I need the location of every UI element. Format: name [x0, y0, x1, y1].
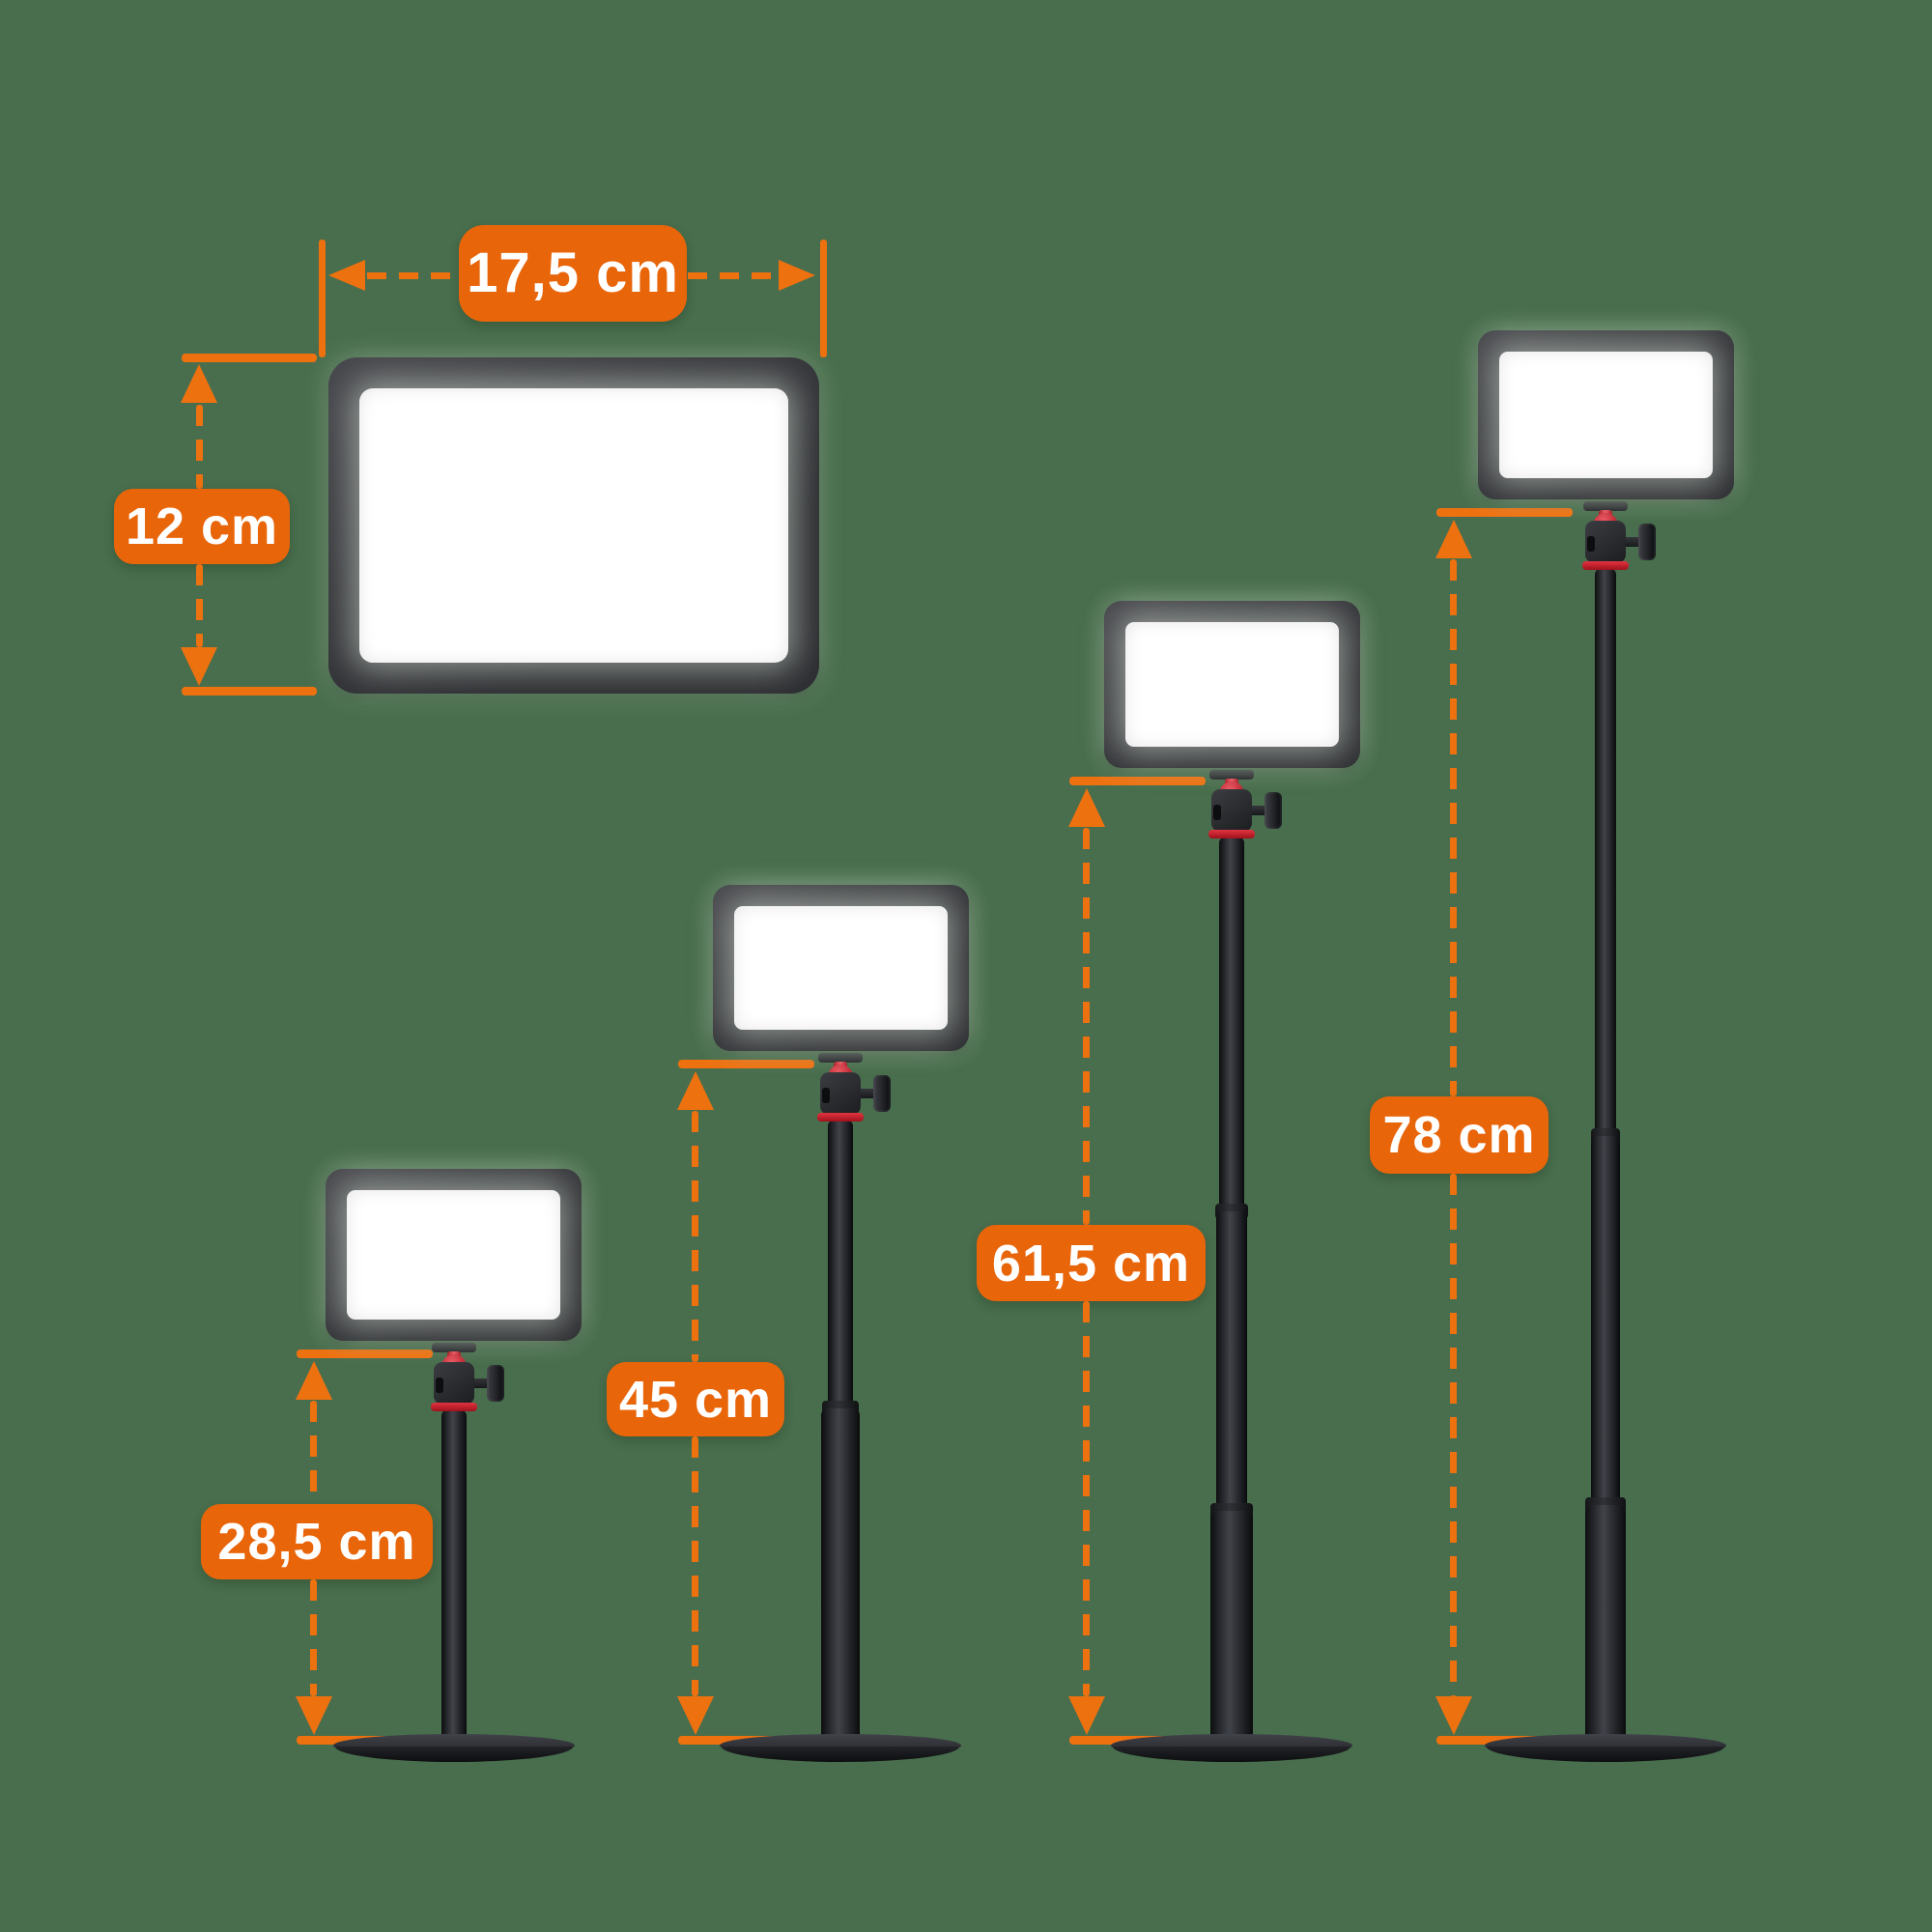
stand-3-pole-upper [1219, 837, 1244, 1211]
stand-3-led-screen [1125, 622, 1339, 747]
stand-3-knob-arm [1252, 806, 1265, 815]
stand-2-ball-head-red-ring [817, 1113, 864, 1122]
stand-3-tick-top [1069, 777, 1206, 785]
stand-2-led-panel [713, 885, 969, 1051]
stand-3-arrow-up-icon [1068, 788, 1105, 827]
width-extension-line-right [820, 240, 827, 357]
stand-3-pole-lower [1210, 1511, 1253, 1739]
width-dimension-line-right [688, 272, 779, 279]
stand-2-base-rim [722, 1747, 959, 1762]
stand-4-pole-lower [1585, 1505, 1626, 1739]
stand-4-led-panel [1478, 330, 1734, 499]
stand-1-height-label: 28,5 cm [201, 1504, 433, 1579]
height-arrow-down-icon [181, 647, 217, 686]
stand-2-dimension-line-lower [692, 1436, 698, 1696]
led-panel-front [328, 357, 819, 694]
stand-2-pole-lower [821, 1408, 860, 1739]
stand-4-knob [1638, 524, 1656, 560]
stand-4-ball-head-red-ring [1582, 561, 1629, 570]
stand-3-ball-head-red-ring [1208, 830, 1255, 838]
stand-2-ball-head-slot [822, 1088, 830, 1103]
width-extension-line-left [319, 240, 326, 357]
stand-1-pole [441, 1409, 467, 1739]
stand-1-led-panel [326, 1169, 582, 1341]
stand-4-arrow-down-icon [1435, 1696, 1472, 1735]
stand-4-arrow-up-icon [1435, 520, 1472, 558]
stand-4-pole-upper [1595, 568, 1616, 1136]
stand-3-dimension-line-lower [1083, 1301, 1090, 1696]
stand-2-arrow-down-icon [677, 1696, 714, 1735]
height-tick-top [182, 354, 317, 362]
stand-2-knob-arm [861, 1089, 874, 1098]
stand-1-dimension-line-upper [310, 1401, 317, 1504]
stand-3-knob [1264, 792, 1282, 829]
stand-3-arrow-down-icon [1068, 1696, 1105, 1735]
stand-4-base-rim [1487, 1747, 1724, 1762]
stand-2-led-screen [734, 906, 948, 1030]
stand-4-pole-middle [1591, 1136, 1620, 1505]
stand-1-ball-head-red-ring [431, 1403, 477, 1411]
stand-3-mount-plate [1209, 770, 1254, 780]
stand-2-dimension-line-upper [692, 1111, 698, 1362]
stand-2-tick-top [678, 1060, 814, 1068]
height-arrow-up-icon [181, 364, 217, 403]
height-dimension-line-lower [196, 564, 203, 647]
stand-3-base-rim [1113, 1747, 1350, 1762]
stand-1-led-screen [347, 1190, 560, 1320]
stand-4-knob-arm [1626, 537, 1639, 547]
panel-height-label: 12 cm [114, 489, 290, 564]
stand-4-mount-plate [1583, 501, 1628, 511]
stand-1-base-rim [335, 1747, 573, 1762]
stand-2-knob [873, 1075, 891, 1112]
stand-2-pole-upper [828, 1120, 853, 1408]
stand-1-mount-plate [432, 1343, 476, 1352]
stand-3-led-panel [1104, 601, 1360, 768]
stand-2-mount-plate [818, 1053, 863, 1063]
stand-3-dimension-line-upper [1083, 828, 1090, 1225]
width-dimension-line-left [367, 272, 458, 279]
stand-1-arrow-down-icon [296, 1696, 332, 1735]
stand-1-ball-head-slot [436, 1378, 443, 1393]
width-arrow-right-icon [779, 260, 815, 291]
stand-4-height-label: 78 cm [1370, 1096, 1548, 1174]
led-panel-screen [359, 388, 788, 663]
panel-width-label: 17,5 cm [459, 225, 687, 322]
stand-4-dimension-line-upper [1450, 559, 1457, 1096]
width-arrow-left-icon [328, 260, 365, 291]
stand-1-arrow-up-icon [296, 1361, 332, 1400]
stand-2-height-label: 45 cm [607, 1362, 784, 1436]
stand-4-ball-head-slot [1587, 536, 1595, 552]
stand-3-height-label: 61,5 cm [977, 1225, 1206, 1301]
stand-4-tick-top [1436, 508, 1573, 517]
height-dimension-line-upper [196, 405, 203, 489]
stand-1-knob [487, 1365, 504, 1402]
stand-3-pole-middle [1216, 1211, 1247, 1511]
stand-1-dimension-line-lower [310, 1579, 317, 1696]
stand-4-led-screen [1499, 352, 1713, 478]
stand-3-ball-head-slot [1213, 805, 1221, 820]
height-tick-bottom [182, 687, 317, 696]
stand-1-tick-top [297, 1350, 433, 1358]
stand-2-arrow-up-icon [677, 1071, 714, 1110]
stand-4-dimension-line-lower [1450, 1174, 1457, 1696]
stand-1-knob-arm [474, 1378, 488, 1388]
